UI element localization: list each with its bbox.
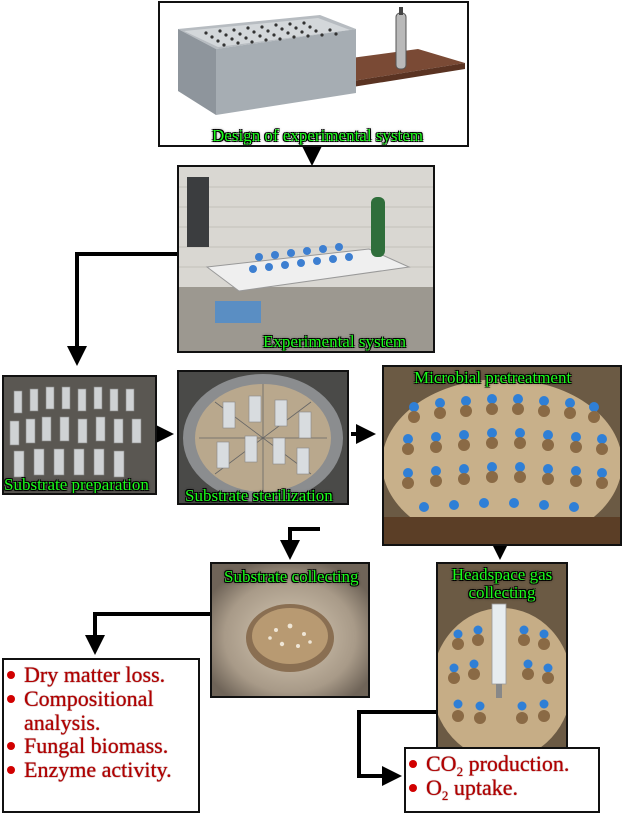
arrow-headspace-to-co2 xyxy=(357,710,440,786)
substrate-collecting-photo xyxy=(212,564,368,696)
experimental-system-photo xyxy=(179,167,433,351)
result-text: Enzyme activity. xyxy=(24,757,172,782)
bullet-icon xyxy=(409,760,417,768)
caption-substrate-collecting: Substrate collecting xyxy=(224,567,359,586)
panel-design: Design of experimental system xyxy=(158,1,469,147)
substrate-preparation-photo xyxy=(4,377,155,493)
results-list-substrate: Dry matter loss. Compositional analysis.… xyxy=(2,658,200,813)
panel-experimental-system: Experimental system xyxy=(177,165,435,353)
arrow-pretreatment-to-collecting xyxy=(280,527,320,560)
bullet-icon xyxy=(7,671,15,679)
design-model-illustration xyxy=(178,7,465,115)
results-list-gas: CO2 production. O2 uptake. xyxy=(404,747,600,813)
result-text: Compositional analysis. xyxy=(24,685,154,735)
bullet-icon xyxy=(7,766,15,774)
result-co2-production: CO2 production. xyxy=(406,751,596,779)
caption-headspace-gas-collecting: Headspace gas collecting xyxy=(438,566,566,602)
result-text: Dry matter loss. xyxy=(24,662,166,687)
panel-substrate-preparation: Substrate preparation xyxy=(2,375,157,495)
result-o2-uptake: O2 uptake. xyxy=(406,774,596,803)
co2-suffix: production. xyxy=(463,751,570,776)
substrate-sterilization-photo xyxy=(179,372,347,503)
bullet-icon xyxy=(7,694,15,703)
result-text: Fungal biomass. xyxy=(24,733,169,759)
result-compositional-analysis: Compositional analysis. xyxy=(4,685,196,735)
caption-substrate-sterilization: Substrate sterilization xyxy=(185,486,333,505)
caption-microbial-pretreatment: Microbial pretreatment xyxy=(414,368,572,387)
panel-microbial-pretreatment: Microbial pretreatment xyxy=(382,365,622,546)
co2-subscript: 2 xyxy=(456,764,464,779)
caption-substrate-preparation: Substrate preparation xyxy=(4,475,149,494)
caption-experimental-system: Experimental system xyxy=(263,332,407,351)
bullet-icon xyxy=(7,742,15,751)
bullet-icon xyxy=(409,783,417,792)
headspace-gas-collecting-photo xyxy=(438,564,566,750)
o2-subscript: 2 xyxy=(441,787,449,803)
panel-substrate-sterilization: Substrate sterilization xyxy=(177,370,349,505)
result-fungal-biomass: Fungal biomass. xyxy=(4,734,196,758)
caption-design: Design of experimental system xyxy=(212,126,424,145)
co2-prefix: CO xyxy=(426,751,457,776)
result-enzyme-activity: Enzyme activity. xyxy=(4,758,196,782)
caption-headspace-text: Headspace gas collecting xyxy=(451,565,553,602)
microbial-pretreatment-photo xyxy=(384,367,620,544)
o2-suffix: uptake. xyxy=(448,774,519,800)
o2-prefix: O xyxy=(426,774,442,800)
arrow-experimental-to-prep xyxy=(67,252,190,366)
result-dry-matter-loss: Dry matter loss. xyxy=(4,663,196,687)
panel-headspace-gas-collecting: Headspace gas collecting xyxy=(436,562,568,752)
panel-substrate-collecting: Substrate collecting xyxy=(210,562,370,698)
arrow-collecting-to-dry-matter xyxy=(85,612,210,655)
